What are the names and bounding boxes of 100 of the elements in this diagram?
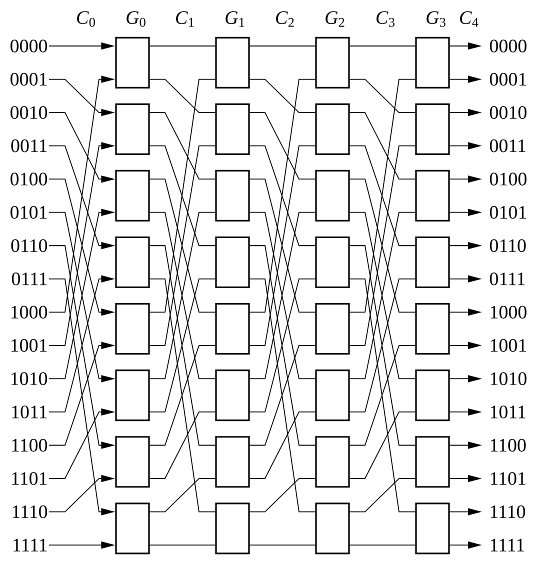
switch-box [315,370,350,422]
column-heading: C$_{0}$ [77,11,95,27]
output-label: 0100 [490,172,526,186]
connector-line [149,278,216,412]
column-heading: C$_{1}$ [176,11,194,27]
input-label: 0001 [10,72,47,86]
connector-line [149,544,216,546]
connector-line [249,278,316,512]
switch-box [415,436,450,488]
switch-box [415,236,450,288]
switch-box [115,36,150,88]
switch-box [415,36,450,88]
connector-line [149,145,216,246]
connector-line [349,412,416,479]
crossing-lines [249,212,316,380]
connector-line [149,145,216,346]
output-label: 0101 [490,206,526,219]
connector-line [249,78,316,313]
connector-line [349,478,416,512]
switch-box [215,436,250,488]
connector-line [249,412,316,479]
output-label: 1110 [490,505,526,518]
input-label: 0010 [10,106,48,119]
connector-line [349,78,416,313]
connector-line [149,412,216,479]
output-label: 0111 [490,272,525,286]
connector-line [249,112,316,180]
switch-box [415,303,450,355]
connector-line [349,278,416,412]
switch-box [315,103,350,155]
connector-line [149,245,216,446]
connector-line [349,145,416,246]
switch-box [315,436,350,488]
connector-line [349,344,416,446]
input-label: 0101 [10,206,47,219]
connector-line [249,478,316,512]
input-label: 0111 [12,272,47,286]
switch-box [315,36,350,88]
switch-box [115,236,150,288]
crossing-lines [349,212,416,380]
output-label: 1011 [490,406,526,418]
connector-line [349,544,416,546]
switch-box [115,170,150,222]
input-label: 1100 [12,438,48,452]
switch-box [315,502,350,554]
input-label: 1010 [11,372,48,386]
input-label: 1110 [12,505,48,518]
output-label: 1000 [490,306,526,319]
switch-box [415,170,450,222]
output-label: 0000 [490,40,526,52]
output-label: 1111 [490,538,524,552]
switch-box [215,236,250,288]
switch-box [115,436,150,488]
input-label: 0100 [10,172,48,186]
connector-line [349,278,416,512]
switch-box [315,303,350,355]
connector-line [349,145,416,346]
switch-box [315,236,350,288]
switch-box [415,103,450,155]
output-label: 1101 [490,472,526,485]
connector-line [149,278,216,512]
input-label: 0000 [10,40,48,52]
column-heading: C$_{4}$ [460,11,478,27]
input-label: 1001 [11,339,47,352]
output-label: 0010 [490,106,526,119]
switch-box [215,502,250,554]
output-label: 1100 [490,438,526,452]
switch-box [115,103,150,155]
output-label: 0110 [490,239,526,252]
output-label: 0001 [490,72,526,86]
switch-box [415,502,450,554]
connector-line [149,478,216,512]
switch-box [115,303,150,355]
connector-line [349,245,416,446]
switch-box [315,170,350,222]
connector-line [249,145,316,246]
column-heading: C$_{2}$ [276,11,294,27]
input-label: 0110 [11,239,48,252]
switch-box [415,370,450,422]
column-heading: C$_{3}$ [376,11,394,27]
input-label: 1111 [14,538,47,552]
connector-line [249,145,316,346]
connector-line [249,344,316,446]
connector-line [249,544,316,546]
output-label: 1010 [490,372,526,386]
connector-line [249,278,316,412]
input-label: 0011 [11,139,47,152]
switch-box [215,170,250,222]
connector-line [149,178,216,313]
switch-box [215,103,250,155]
input-label: 1000 [11,306,48,319]
switch-box [115,370,150,422]
connector-line [149,78,216,313]
connector-line [149,78,216,113]
output-label: 1001 [490,339,526,352]
switch-box [215,36,250,88]
switch-box [115,502,150,554]
connector-line [349,112,416,180]
input-label: 1011 [12,406,47,418]
input-label: 1101 [12,472,47,485]
